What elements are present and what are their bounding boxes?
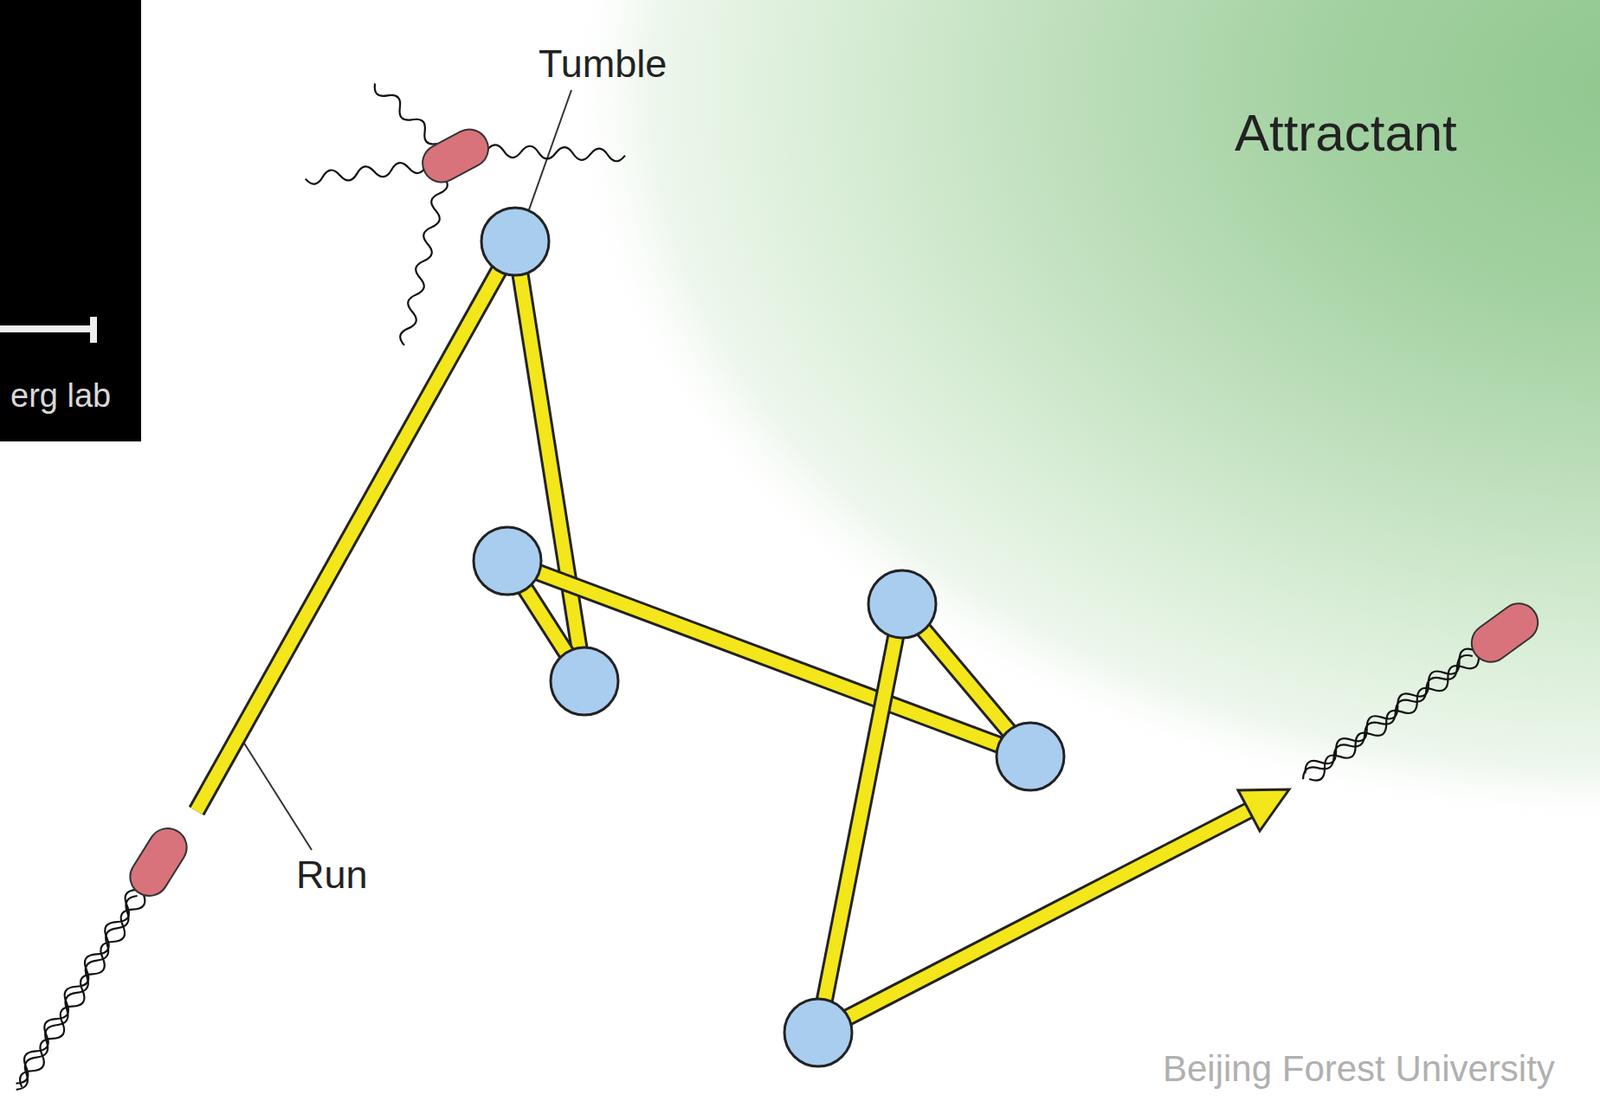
run-path bbox=[196, 241, 1290, 1033]
scale-bar-tick bbox=[90, 316, 97, 343]
arrowhead bbox=[1238, 789, 1290, 832]
flagellum bbox=[370, 78, 442, 149]
flagellum bbox=[10, 886, 143, 1088]
run-outline bbox=[196, 241, 516, 812]
cell-body bbox=[122, 821, 194, 904]
flagellum bbox=[11, 892, 143, 1093]
tumble-circle bbox=[996, 722, 1065, 791]
flagella-bundle bbox=[1296, 645, 1484, 788]
callout-label: Run bbox=[296, 855, 368, 895]
run-segment bbox=[507, 561, 1031, 757]
region-label: Attractant bbox=[1234, 107, 1458, 160]
tumble-circle bbox=[481, 207, 549, 276]
tumble-circle bbox=[868, 570, 936, 639]
cell-body bbox=[1464, 596, 1546, 671]
tumble-circle bbox=[473, 527, 542, 595]
tumble-circle bbox=[784, 999, 852, 1067]
flagellum bbox=[304, 160, 427, 186]
run-segment bbox=[196, 241, 516, 812]
flagellum bbox=[486, 144, 626, 162]
tumble-circle bbox=[550, 647, 619, 716]
flagellum bbox=[398, 174, 450, 347]
run-outline bbox=[818, 810, 1250, 1033]
credit-text: erg lab bbox=[10, 379, 111, 413]
attractant-gradient bbox=[562, 0, 1600, 832]
run-segment bbox=[818, 604, 903, 1033]
run-segment bbox=[818, 810, 1250, 1033]
callout-label: Tumble bbox=[538, 44, 667, 84]
cell-body bbox=[415, 122, 495, 189]
tumble-points bbox=[473, 207, 1065, 1067]
bacterium bbox=[304, 78, 626, 347]
bacterium bbox=[0, 821, 194, 1101]
run-outline bbox=[818, 604, 903, 1033]
leader-line bbox=[243, 741, 312, 851]
watermark: Beijing Forest University bbox=[1162, 1051, 1555, 1088]
bacterium bbox=[1291, 596, 1546, 796]
scale-bar bbox=[0, 325, 94, 333]
flagella-bundle bbox=[7, 886, 149, 1097]
video-inset bbox=[0, 0, 142, 442]
flagellum bbox=[1299, 651, 1477, 785]
flagella-spread bbox=[304, 78, 626, 347]
run-outline bbox=[507, 561, 1031, 757]
